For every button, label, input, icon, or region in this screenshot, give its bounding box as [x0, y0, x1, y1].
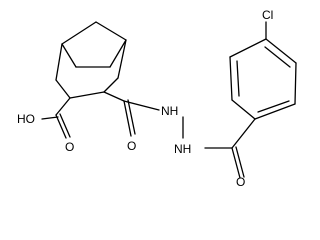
bond	[103, 77, 119, 93]
chlorine-label: Cl	[262, 8, 273, 22]
bond	[231, 99, 256, 120]
bond	[117, 39, 127, 79]
hydrazide-nh-lower-label: NH	[174, 142, 191, 156]
bond	[61, 43, 77, 68]
bond	[59, 113, 71, 138]
bond	[229, 56, 233, 101]
carboxylic-acid-group	[41, 97, 71, 139]
bond	[95, 21, 127, 41]
bond	[123, 100, 160, 111]
canvas-background	[0, 0, 319, 189]
bond	[235, 146, 245, 178]
hydrazide-nh-upper-label: NH	[161, 104, 178, 118]
acid-oxygen-label: O	[65, 140, 74, 154]
bond	[254, 103, 296, 120]
norbornane-cage	[55, 21, 127, 99]
bond	[265, 38, 297, 64]
bond	[103, 91, 125, 102]
bond	[127, 99, 136, 135]
hydroxyl-label: HO	[17, 112, 35, 126]
chlorobenzene-ring	[229, 21, 297, 120]
bond	[55, 97, 71, 116]
bond	[109, 39, 127, 68]
bond	[231, 118, 256, 149]
bond	[123, 100, 132, 137]
bond	[55, 43, 63, 81]
bond	[264, 46, 291, 68]
hydrazide-linkage	[103, 91, 256, 179]
bond	[294, 62, 297, 105]
bond	[236, 60, 240, 97]
structure-diagram: Cl HO O O NH NH O	[0, 0, 319, 189]
bond	[61, 21, 97, 45]
bond	[55, 114, 67, 139]
amide-oxygen-left-label: O	[127, 139, 136, 153]
bond	[41, 116, 59, 120]
bond	[231, 147, 241, 179]
bond	[229, 38, 267, 58]
amide-oxygen-right-label: O	[236, 175, 245, 189]
bond	[69, 91, 105, 99]
bond	[55, 79, 71, 99]
bond	[257, 100, 290, 113]
